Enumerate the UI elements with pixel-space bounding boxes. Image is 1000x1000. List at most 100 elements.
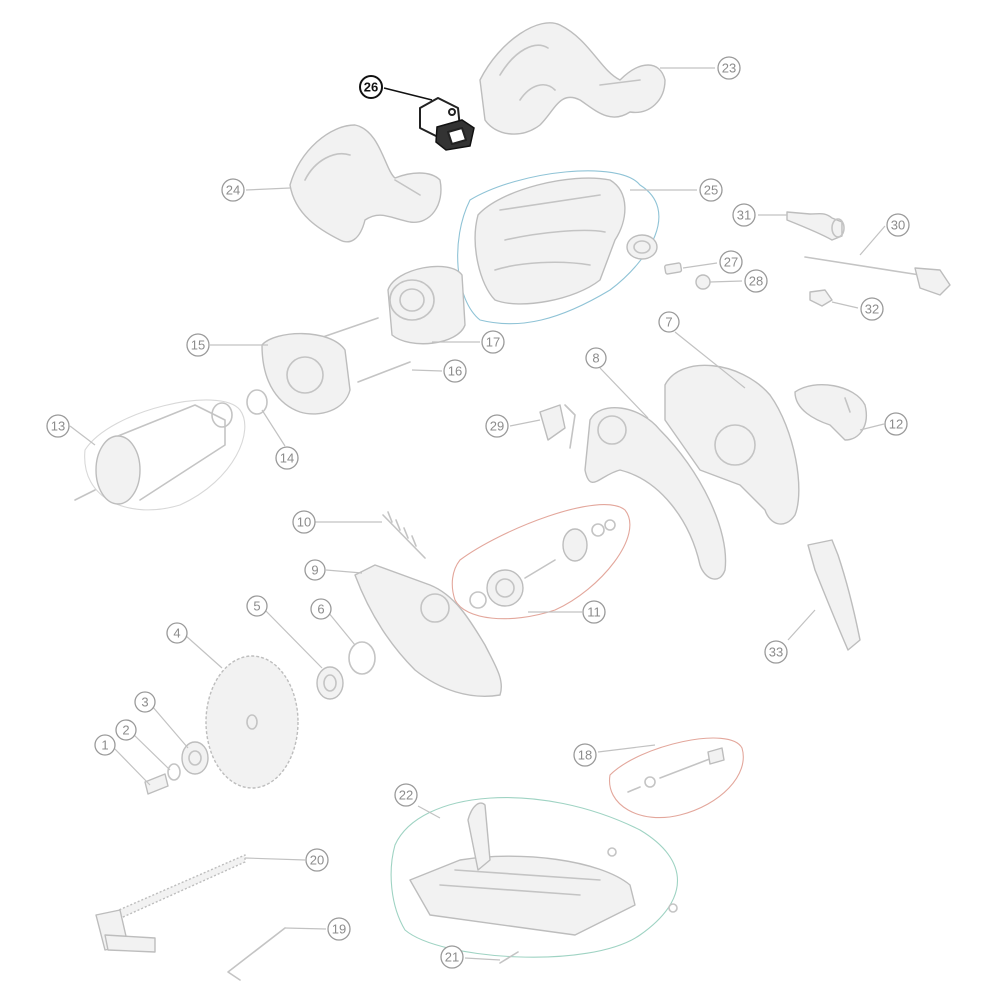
svg-text:9: 9 <box>311 563 318 578</box>
callout-3[interactable]: 3 <box>134 691 156 713</box>
part-18-pin-assembly <box>627 747 725 793</box>
callout-25[interactable]: 25 <box>699 178 723 202</box>
callout-16[interactable]: 16 <box>443 359 467 383</box>
svg-text:29: 29 <box>490 419 504 434</box>
svg-text:13: 13 <box>51 419 65 434</box>
callout-33[interactable]: 33 <box>764 640 788 664</box>
leader-28 <box>709 280 743 283</box>
callout-11[interactable]: 11 <box>582 600 606 624</box>
part-33-auxiliary-handle <box>807 539 861 651</box>
part-26-switch <box>419 97 475 151</box>
callout-23[interactable]: 23 <box>717 56 741 80</box>
callout-12[interactable]: 12 <box>884 412 908 436</box>
callout-10[interactable]: 10 <box>292 510 316 534</box>
part-15-end-plate <box>261 332 351 415</box>
svg-text:15: 15 <box>191 338 205 353</box>
part-3-inner-flange <box>181 741 209 775</box>
svg-text:8: 8 <box>592 351 599 366</box>
svg-text:16: 16 <box>448 364 462 379</box>
callout-9[interactable]: 9 <box>304 559 326 581</box>
part-17-bolt <box>319 317 379 339</box>
part-20-rip-fence <box>95 854 246 953</box>
svg-text:28: 28 <box>749 274 763 289</box>
callout-30[interactable]: 30 <box>886 213 910 237</box>
callout-20[interactable]: 20 <box>305 848 329 872</box>
callout-4[interactable]: 4 <box>166 622 188 644</box>
leader-5 <box>262 607 323 669</box>
svg-text:25: 25 <box>704 183 718 198</box>
leader-3 <box>151 705 189 749</box>
callout-19[interactable]: 19 <box>327 917 351 941</box>
svg-text:18: 18 <box>578 748 592 763</box>
svg-text:4: 4 <box>173 626 180 641</box>
callout-22[interactable]: 22 <box>394 783 418 807</box>
svg-text:11: 11 <box>587 605 601 620</box>
leader-lines <box>69 67 886 961</box>
svg-text:6: 6 <box>317 602 324 617</box>
callout-2[interactable]: 2 <box>115 719 137 741</box>
group-outline-18 <box>609 737 744 819</box>
leader-18 <box>597 744 656 753</box>
part-25-motor-housing <box>474 177 658 305</box>
callout-15[interactable]: 15 <box>186 333 210 357</box>
callout-6[interactable]: 6 <box>310 598 332 620</box>
svg-text:17: 17 <box>486 335 500 350</box>
part-6-washer <box>348 641 376 675</box>
svg-text:12: 12 <box>889 417 903 432</box>
callout-27[interactable]: 27 <box>719 250 743 274</box>
leader-20 <box>244 857 306 861</box>
callout-8[interactable]: 8 <box>585 347 607 369</box>
svg-text:27: 27 <box>724 255 738 270</box>
leader-26[interactable] <box>383 87 433 101</box>
callout-14[interactable]: 14 <box>275 446 299 470</box>
callout-24[interactable]: 24 <box>221 178 245 202</box>
leader-12 <box>859 423 885 431</box>
leader-9 <box>325 569 363 574</box>
leader-21 <box>464 957 501 961</box>
callout-26[interactable]: 26 <box>359 75 383 99</box>
leader-29 <box>509 419 541 427</box>
part-22-base-plate <box>409 802 678 936</box>
part-16-bolt <box>357 361 411 383</box>
leader-16 <box>411 369 443 372</box>
callout-31[interactable]: 31 <box>732 203 756 227</box>
callout-29[interactable]: 29 <box>485 414 509 438</box>
part-11-gearbox <box>469 519 616 609</box>
callout-1[interactable]: 1 <box>94 734 116 756</box>
leader-22 <box>417 805 441 819</box>
part-31-knob-screw <box>786 211 845 241</box>
part-24-handle-cover <box>289 124 442 243</box>
part-30-power-cord <box>804 256 951 296</box>
svg-text:7: 7 <box>665 315 672 330</box>
leader-32 <box>831 301 859 309</box>
svg-text:21: 21 <box>445 950 459 965</box>
callout-18[interactable]: 18 <box>573 743 597 767</box>
callout-17[interactable]: 17 <box>481 330 505 354</box>
svg-text:32: 32 <box>865 302 879 317</box>
part-10-spring <box>382 511 426 559</box>
svg-text:26: 26 <box>364 80 378 95</box>
leader-14 <box>261 409 286 447</box>
leader-8 <box>599 367 649 419</box>
leader-13 <box>69 425 96 446</box>
part-1-bolt <box>144 773 169 795</box>
leader-6 <box>327 611 356 646</box>
group-outline-22 <box>390 797 678 958</box>
callout-5[interactable]: 5 <box>246 595 268 617</box>
callout-28[interactable]: 28 <box>744 269 768 293</box>
callout-32[interactable]: 32 <box>860 297 884 321</box>
part-7-blade-housing <box>664 364 800 525</box>
svg-text:24: 24 <box>226 183 240 198</box>
part-17-stator <box>387 265 466 345</box>
svg-text:31: 31 <box>737 208 751 223</box>
callout-7[interactable]: 7 <box>658 311 680 333</box>
part-4-saw-blade <box>205 655 299 789</box>
part-2-washer <box>167 763 181 781</box>
part-28-small-nut <box>695 274 711 290</box>
callout-13[interactable]: 13 <box>46 414 70 438</box>
leader-2 <box>131 732 171 771</box>
callout-21[interactable]: 21 <box>440 945 464 969</box>
part-9-lower-guard <box>354 564 502 697</box>
part-29-brush <box>539 404 576 449</box>
